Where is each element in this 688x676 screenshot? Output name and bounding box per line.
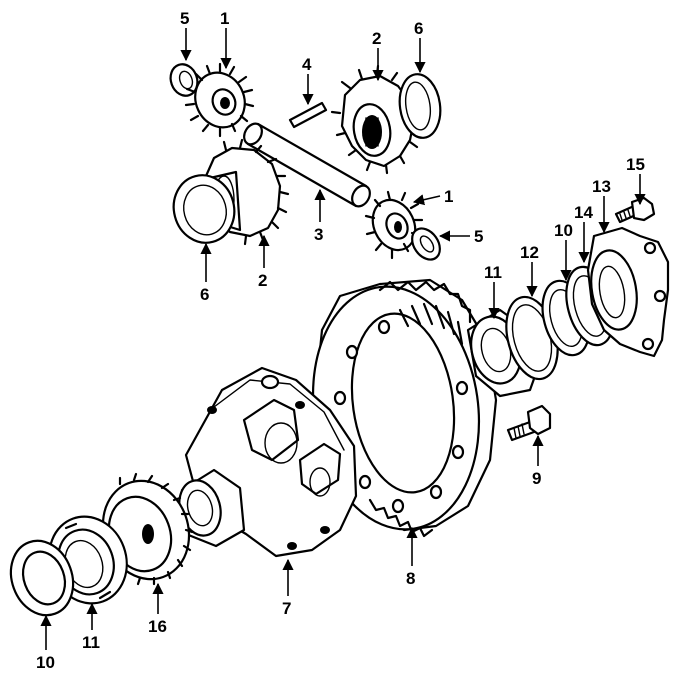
side-gear-2-top (330, 64, 424, 175)
callout-4: 4 (302, 55, 312, 74)
callout-13: 13 (592, 177, 611, 196)
callout-numbers: 5 1 2 6 4 3 1 5 6 2 15 13 14 10 12 11 9 … (36, 9, 645, 672)
callout-12: 12 (520, 243, 539, 262)
callout-5-lower: 5 (474, 227, 483, 246)
differential-case-7 (178, 366, 358, 558)
callout-14: 14 (574, 203, 593, 222)
pinion-gear-1-top (184, 62, 255, 138)
bolt-9 (506, 404, 552, 442)
thrust-washer-6-top (398, 73, 442, 139)
callout-6-lower: 6 (200, 285, 209, 304)
callout-11-right: 11 (484, 263, 502, 282)
thrust-washer-5-lower (411, 227, 441, 261)
bearing-race-10-left (9, 539, 75, 617)
callout-2-top: 2 (372, 29, 381, 48)
lock-pin-4 (288, 101, 328, 129)
callout-15: 15 (626, 155, 645, 174)
callout-1-lower: 1 (444, 187, 453, 206)
callout-16: 16 (148, 617, 167, 636)
bearing-retainer-13 (586, 226, 670, 358)
callout-11-left: 11 (82, 633, 100, 652)
callout-10-left: 10 (36, 653, 55, 672)
callout-3: 3 (314, 225, 323, 244)
callout-7: 7 (282, 599, 291, 618)
callout-5-top: 5 (180, 9, 189, 28)
callout-8: 8 (406, 569, 415, 588)
callout-6-top: 6 (414, 19, 423, 38)
pinion-gear-1-lower (364, 190, 424, 260)
bolt-15 (614, 196, 656, 224)
callout-leaders (40, 28, 646, 650)
callout-9: 9 (532, 469, 541, 488)
pinion-shaft-3 (243, 122, 371, 208)
callout-1-top: 1 (220, 9, 229, 28)
callout-2-lower: 2 (258, 271, 267, 290)
thrust-washer-6-lower (172, 174, 236, 244)
callout-10-right: 10 (554, 221, 573, 240)
